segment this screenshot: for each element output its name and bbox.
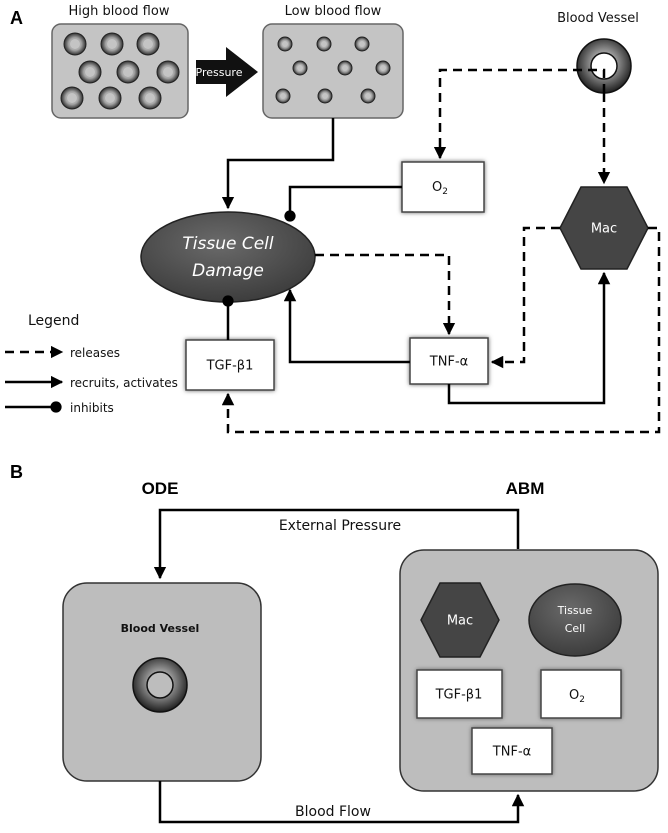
external-pressure-arrow [153,508,520,580]
external-pressure-label: External Pressure [279,518,401,534]
panel-a-label: A [10,8,23,28]
legend-inhibits: inhibits [70,401,114,415]
low-flow-box [262,23,404,119]
vessel-releases-o2-arrow [433,68,606,160]
o2-inhibits-damage [284,185,402,222]
low-flow-vessels [275,36,391,104]
o2-box-a [401,161,485,213]
blood-vessel-label-a: Blood Vessel [557,11,639,26]
tnf-label-a: TNF-α [429,355,468,370]
pressure-arrow: Pressure [196,47,258,97]
tissue-damage-line1: Tissue Cell [182,234,274,254]
tgf-box-a [185,339,275,391]
tissue-cell-line1: Tissue [557,604,593,617]
tnf-activates-mac-arrow [447,271,611,405]
mac-hexagon-a: Mac [559,186,649,270]
high-flow-label: High blood flow [69,4,170,19]
low-flow-label: Low blood flow [285,4,382,19]
tgf-label-b: TGF-β1 [435,688,483,703]
high-flow-vessels [60,32,180,110]
legend-releases: releases [70,346,120,360]
legend: Legend releases recruits, activates inhi… [5,313,178,415]
tnf-activates-damage-arrow [283,288,410,364]
o2-box-b [540,669,622,719]
mac-releases-tgf-arrow [221,226,661,434]
mac-releases-tnf-arrow [490,226,560,369]
tissue-damage-line2: Damage [192,261,264,281]
blood-flow-arrow [158,781,525,824]
mac-hexagon-b: Mac [420,582,500,658]
o2-label-b: O2 [569,688,585,705]
blood-vessel-icon-a [576,38,632,94]
tnf-box-b [471,727,553,775]
tnf-label-b: TNF-α [492,745,531,760]
abm-title: ABM [506,479,545,498]
mac-label-a: Mac [591,222,617,237]
blood-flow-label: Blood Flow [295,804,371,820]
tgf-label-a: TGF-β1 [206,359,254,374]
low-flow-to-damage-arrow [221,118,335,210]
high-flow-box [51,23,189,119]
damage-releases-tnf-arrow [315,253,456,336]
pressure-label: Pressure [196,66,243,79]
tissue-cell-line2: Cell [565,622,586,635]
legend-recruits: recruits, activates [70,376,178,390]
tgf-box-b [416,669,503,719]
blood-vessel-label-b: Blood Vessel [121,622,200,635]
ode-title: ODE [142,479,179,498]
tissue-cell-damage: Tissue Cell Damage [140,211,316,303]
legend-title: Legend [28,313,79,329]
blood-vessel-icon-b [132,657,188,713]
tissue-cell-b: Tissue Cell [528,583,622,657]
panel-b-label: B [10,462,23,482]
o2-label-a: O2 [432,180,448,197]
mac-label-b: Mac [447,614,473,629]
